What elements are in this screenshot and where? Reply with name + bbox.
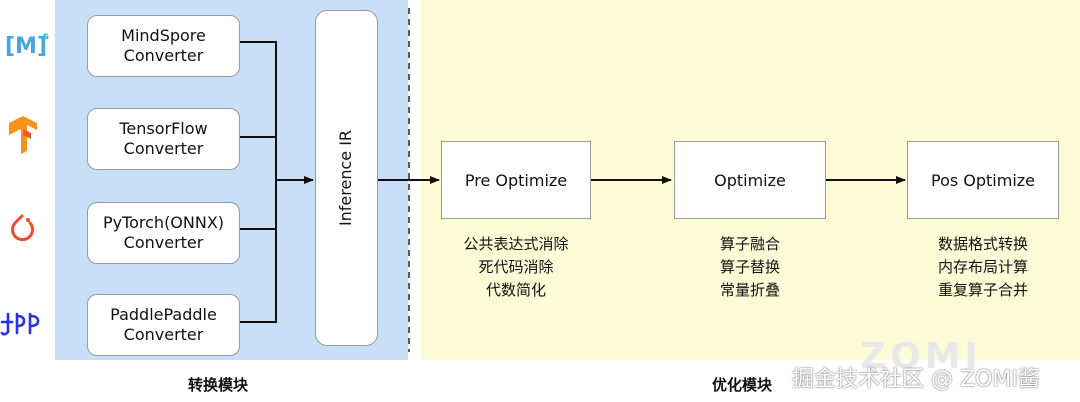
pre-optimize-box: Pre Optimize <box>441 141 591 219</box>
desc-line: 代数简化 <box>485 281 546 299</box>
desc-line: 内存布局计算 <box>937 258 1028 276</box>
converter-name: PyTorch(ONNX) <box>102 213 225 232</box>
converter-merge-line <box>240 41 277 323</box>
pytorch-converter-box: PyTorch(ONNX) Converter <box>87 202 240 264</box>
optimize-desc: 算子融合 算子替换 常量折叠 <box>674 233 826 302</box>
pre-optimize-desc: 公共表达式消除 死代码消除 代数简化 <box>441 233 591 302</box>
desc-line: 算子替换 <box>719 258 780 276</box>
converter-name: MindSpore <box>121 26 206 45</box>
paddlepaddle-icon <box>0 308 44 338</box>
converter-suffix: Converter <box>123 325 204 344</box>
desc-line: 算子融合 <box>719 235 780 253</box>
pos-optimize-desc: 数据格式转换 内存布局计算 重复算子合并 <box>907 233 1059 302</box>
desc-line: 数据格式转换 <box>937 235 1028 253</box>
converter-name: TensorFlow <box>119 119 208 138</box>
pos-optimize-label: Pos Optimize <box>930 170 1036 190</box>
mindspore-converter-box: MindSpore Converter <box>87 15 240 77</box>
converter-suffix: Converter <box>123 233 204 252</box>
svg-text:s: s <box>43 31 49 42</box>
desc-line: 常量折叠 <box>719 281 780 299</box>
watermark-text: 掘金技术社区 @ ZOMI酱 <box>792 367 1040 392</box>
svg-text:[M]: [M] <box>5 34 47 59</box>
optimize-label: Optimize <box>714 170 786 190</box>
converter-suffix: Converter <box>123 139 204 158</box>
pytorch-icon <box>8 212 38 246</box>
module-divider <box>408 8 410 352</box>
conversion-module-label: 转换模块 <box>188 376 249 394</box>
optimize-box: Optimize <box>674 141 826 219</box>
desc-line: 重复算子合并 <box>937 281 1028 299</box>
desc-line: 公共表达式消除 <box>463 235 569 253</box>
inference-ir-box: Inference IR <box>315 10 378 346</box>
desc-line: 死代码消除 <box>478 258 554 276</box>
watermark-logo: ZOMI <box>860 336 982 377</box>
tensorflow-converter-box: TensorFlow Converter <box>87 108 240 170</box>
optimization-module-label: 优化模块 <box>712 376 773 394</box>
tensorflow-icon <box>6 115 40 155</box>
pos-optimize-box: Pos Optimize <box>907 141 1059 219</box>
converter-name: PaddlePaddle <box>110 305 217 324</box>
pre-optimize-label: Pre Optimize <box>464 170 568 190</box>
mindspore-icon: [M] s <box>5 25 51 61</box>
converter-suffix: Converter <box>123 46 204 65</box>
paddlepaddle-converter-box: PaddlePaddle Converter <box>87 294 240 356</box>
